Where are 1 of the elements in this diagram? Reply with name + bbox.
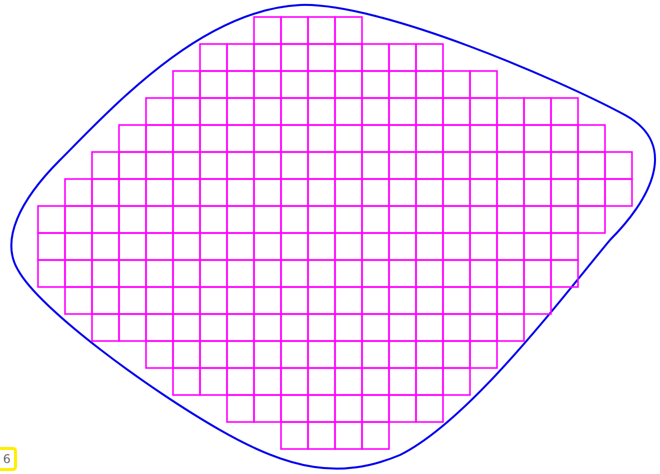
page-number: 6 xyxy=(0,447,17,471)
